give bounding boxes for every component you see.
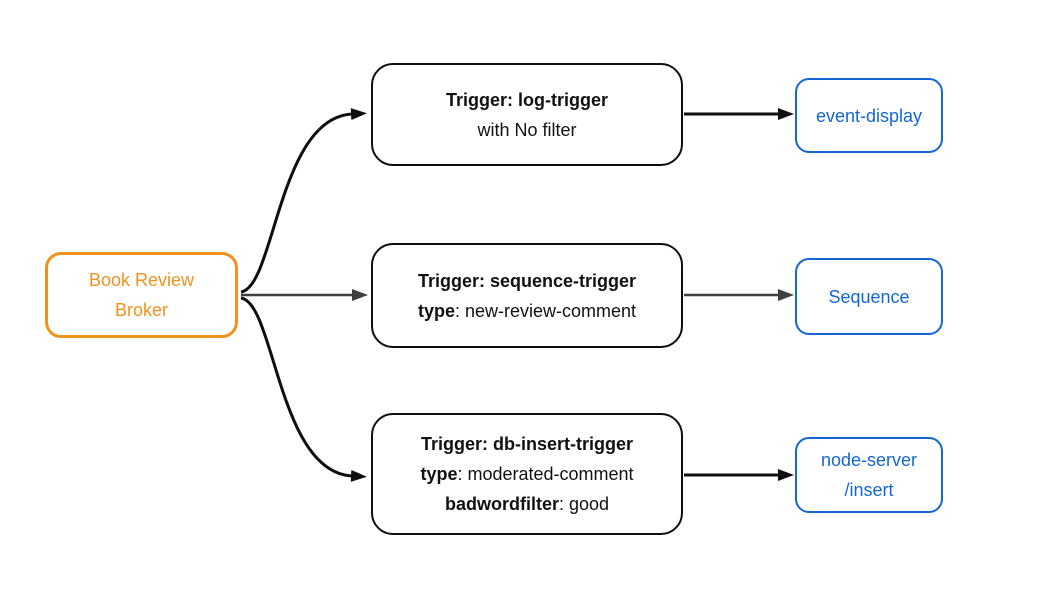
broker-node: Book Review Broker (45, 252, 238, 338)
broker-label-line2: Broker (114, 300, 168, 320)
sink-label: Sequence (828, 286, 910, 307)
trigger-node-sequence: Trigger: sequence-trigger type: new-revi… (371, 243, 683, 348)
trigger-node-log: Trigger: log-trigger with No filter (371, 63, 683, 166)
trigger-node-db-insert: Trigger: db-insert-trigger type: moderat… (371, 413, 683, 535)
edge-broker-to-log-trigger (240, 108, 367, 294)
trigger-detail-value: with No filter (477, 119, 577, 140)
trigger-detail-value: : moderated-comment (457, 464, 634, 484)
trigger-detail-value: : new-review-comment (454, 300, 637, 321)
trigger-detail: type: new-review-comment (418, 296, 636, 326)
trigger-title: Trigger: db-insert-trigger (420, 434, 633, 454)
trigger-detail-key: badwordfilter (444, 494, 559, 514)
trigger-detail: with No filter (477, 115, 576, 145)
trigger-detail: badwordfilter: good (445, 489, 609, 519)
trigger-title: Trigger: log-trigger (446, 89, 608, 110)
trigger-title: Trigger: sequence-trigger (417, 270, 637, 291)
trigger-detail-key: type (417, 300, 455, 321)
trigger-detail-key: type (420, 464, 458, 484)
sink-node-event-display: event-display (795, 78, 943, 153)
broker-label-line1: Book Review (88, 270, 195, 290)
edge-broker-to-db-insert-trigger (240, 296, 367, 482)
sink-label: event-display (815, 105, 923, 126)
sink-label-line1: node-server (820, 450, 918, 470)
sink-node-sequence: Sequence (795, 258, 943, 335)
sink-node-node-server: node-server /insert (795, 437, 943, 513)
trigger-detail-value: : good (558, 494, 610, 514)
trigger-detail: type: moderated-comment (420, 459, 633, 489)
sink-label-line2: /insert (844, 480, 894, 500)
